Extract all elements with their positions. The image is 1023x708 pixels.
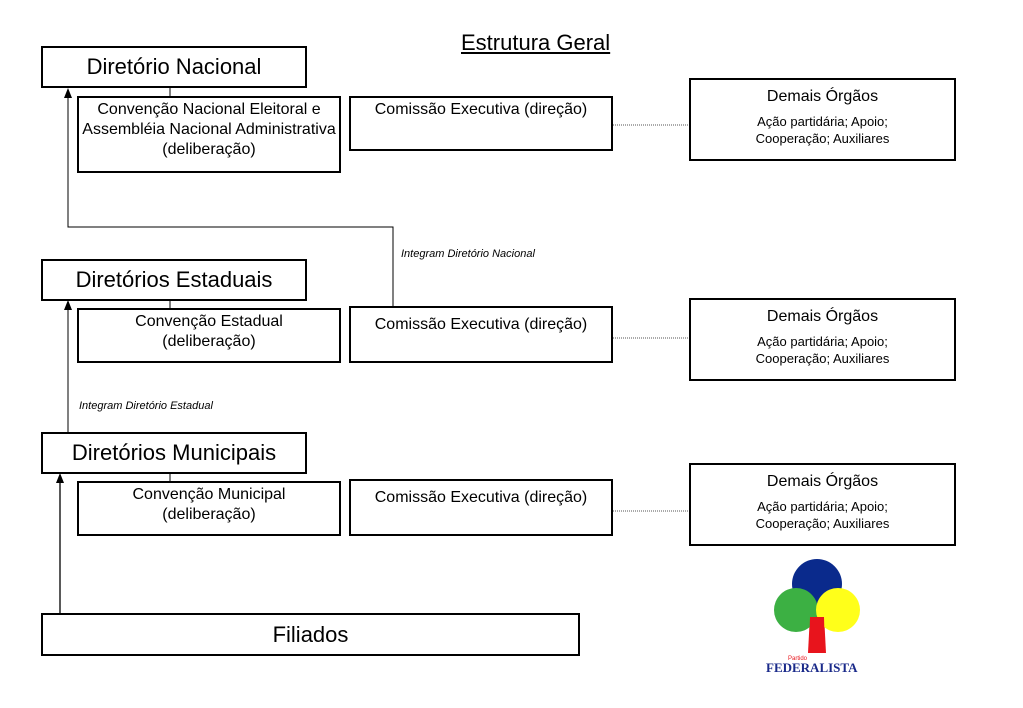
demais-orgaos-municipal-title: Demais Órgãos <box>766 473 879 490</box>
diretorios-estaduais-box: Diretórios Estaduais <box>41 259 307 301</box>
convencao-municipal-box: Convenção Municipal (deliberação) <box>77 481 341 536</box>
partido-federalista-logo: Partido FEDERALISTA <box>762 557 874 679</box>
comissao-nacional-box: Comissão Executiva (direção) <box>349 96 613 151</box>
comissao-estadual-box: Comissão Executiva (direção) <box>349 306 613 363</box>
demais-orgaos-nacional-title: Demais Órgãos <box>766 88 879 105</box>
comissao-nacional-label: Comissão Executiva (direção) <box>374 101 588 118</box>
filiados-box: Filiados <box>41 613 580 656</box>
convencao-estadual-label: Convenção Estadual (deliberação) <box>135 313 283 350</box>
demais-orgaos-estadual-box: Demais Órgãos Ação partidária; Apoio; Co… <box>689 298 956 381</box>
filiados-label: Filiados <box>272 621 349 647</box>
comissao-estadual-label: Comissão Executiva (direção) <box>374 316 588 333</box>
diretorio-nacional-label: Diretório Nacional <box>86 54 262 79</box>
convencao-nacional-box: Convenção Nacional Eleitoral e Assembléi… <box>77 96 341 173</box>
demais-orgaos-estadual-text: Ação partidária; Apoio; Cooperação; Auxi… <box>755 334 890 366</box>
note-integram-estadual: Integram Diretório Estadual <box>79 400 213 412</box>
convencao-municipal-label: Convenção Municipal (deliberação) <box>132 486 286 523</box>
logo-small-text: Partido <box>788 656 808 662</box>
comissao-municipal-box: Comissão Executiva (direção) <box>349 479 613 536</box>
demais-orgaos-estadual-title: Demais Órgãos <box>766 308 879 325</box>
note-integram-nacional: Integram Diretório Nacional <box>401 248 535 260</box>
diretorio-nacional-box: Diretório Nacional <box>41 46 307 88</box>
diretorios-estaduais-label: Diretórios Estaduais <box>75 267 273 292</box>
diretorios-municipais-box: Diretórios Municipais <box>41 432 307 474</box>
convencao-estadual-box: Convenção Estadual (deliberação) <box>77 308 341 363</box>
demais-orgaos-nacional-text: Ação partidária; Apoio; Cooperação; Auxi… <box>755 114 890 146</box>
demais-orgaos-nacional-box: Demais Órgãos Ação partidária; Apoio; Co… <box>689 78 956 161</box>
logo-name-text: FEDERALISTA <box>766 660 858 675</box>
diretorios-municipais-label: Diretórios Municipais <box>71 440 277 465</box>
tree-logo-icon: Partido FEDERALISTA <box>766 559 860 675</box>
demais-orgaos-municipal-box: Demais Órgãos Ação partidária; Apoio; Co… <box>689 463 956 546</box>
convencao-nacional-label: Convenção Nacional Eleitoral e Assembléi… <box>82 101 336 158</box>
demais-orgaos-municipal-text: Ação partidária; Apoio; Cooperação; Auxi… <box>755 499 890 531</box>
page-title: Estrutura Geral <box>461 30 611 55</box>
comissao-municipal-label: Comissão Executiva (direção) <box>374 489 588 506</box>
